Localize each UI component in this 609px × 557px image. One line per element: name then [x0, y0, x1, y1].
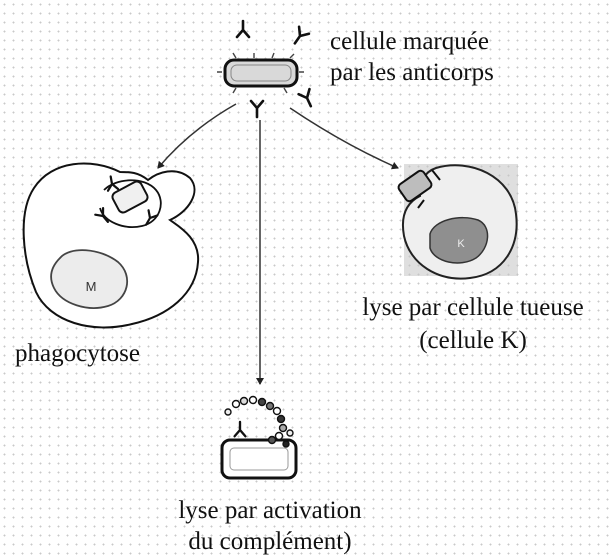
complement-label-line2: du complément) [140, 527, 400, 556]
marked-cell [225, 60, 297, 86]
killer-cell-nucleus-label: K [457, 238, 465, 250]
complement-label: lyse par activation [140, 496, 400, 525]
antibody-icon [290, 27, 309, 47]
killer-cell-label: lyse par cellule tueuse [337, 293, 609, 322]
marked-cell-group [217, 21, 316, 117]
antibody-icon [299, 89, 317, 109]
killer-cell-label-line2: (cellule K) [337, 326, 609, 355]
antibody-icon [235, 422, 246, 436]
arrow-to-killer-cell [290, 108, 398, 168]
antibody-icon [251, 101, 263, 117]
marked-cell-label: cellule marquée [330, 27, 489, 56]
marked-cell-label-line2: par les anticorps [330, 58, 494, 87]
phagocytosis-label: phagocytose [15, 339, 140, 368]
macrophage-nucleus-label: M [86, 279, 97, 294]
arrow-to-phagocytosis [158, 104, 236, 168]
complement-group [222, 397, 296, 479]
antibody-icon [237, 21, 249, 37]
killer-cell-group: K [397, 164, 518, 279]
macrophage-group: M [24, 164, 198, 328]
